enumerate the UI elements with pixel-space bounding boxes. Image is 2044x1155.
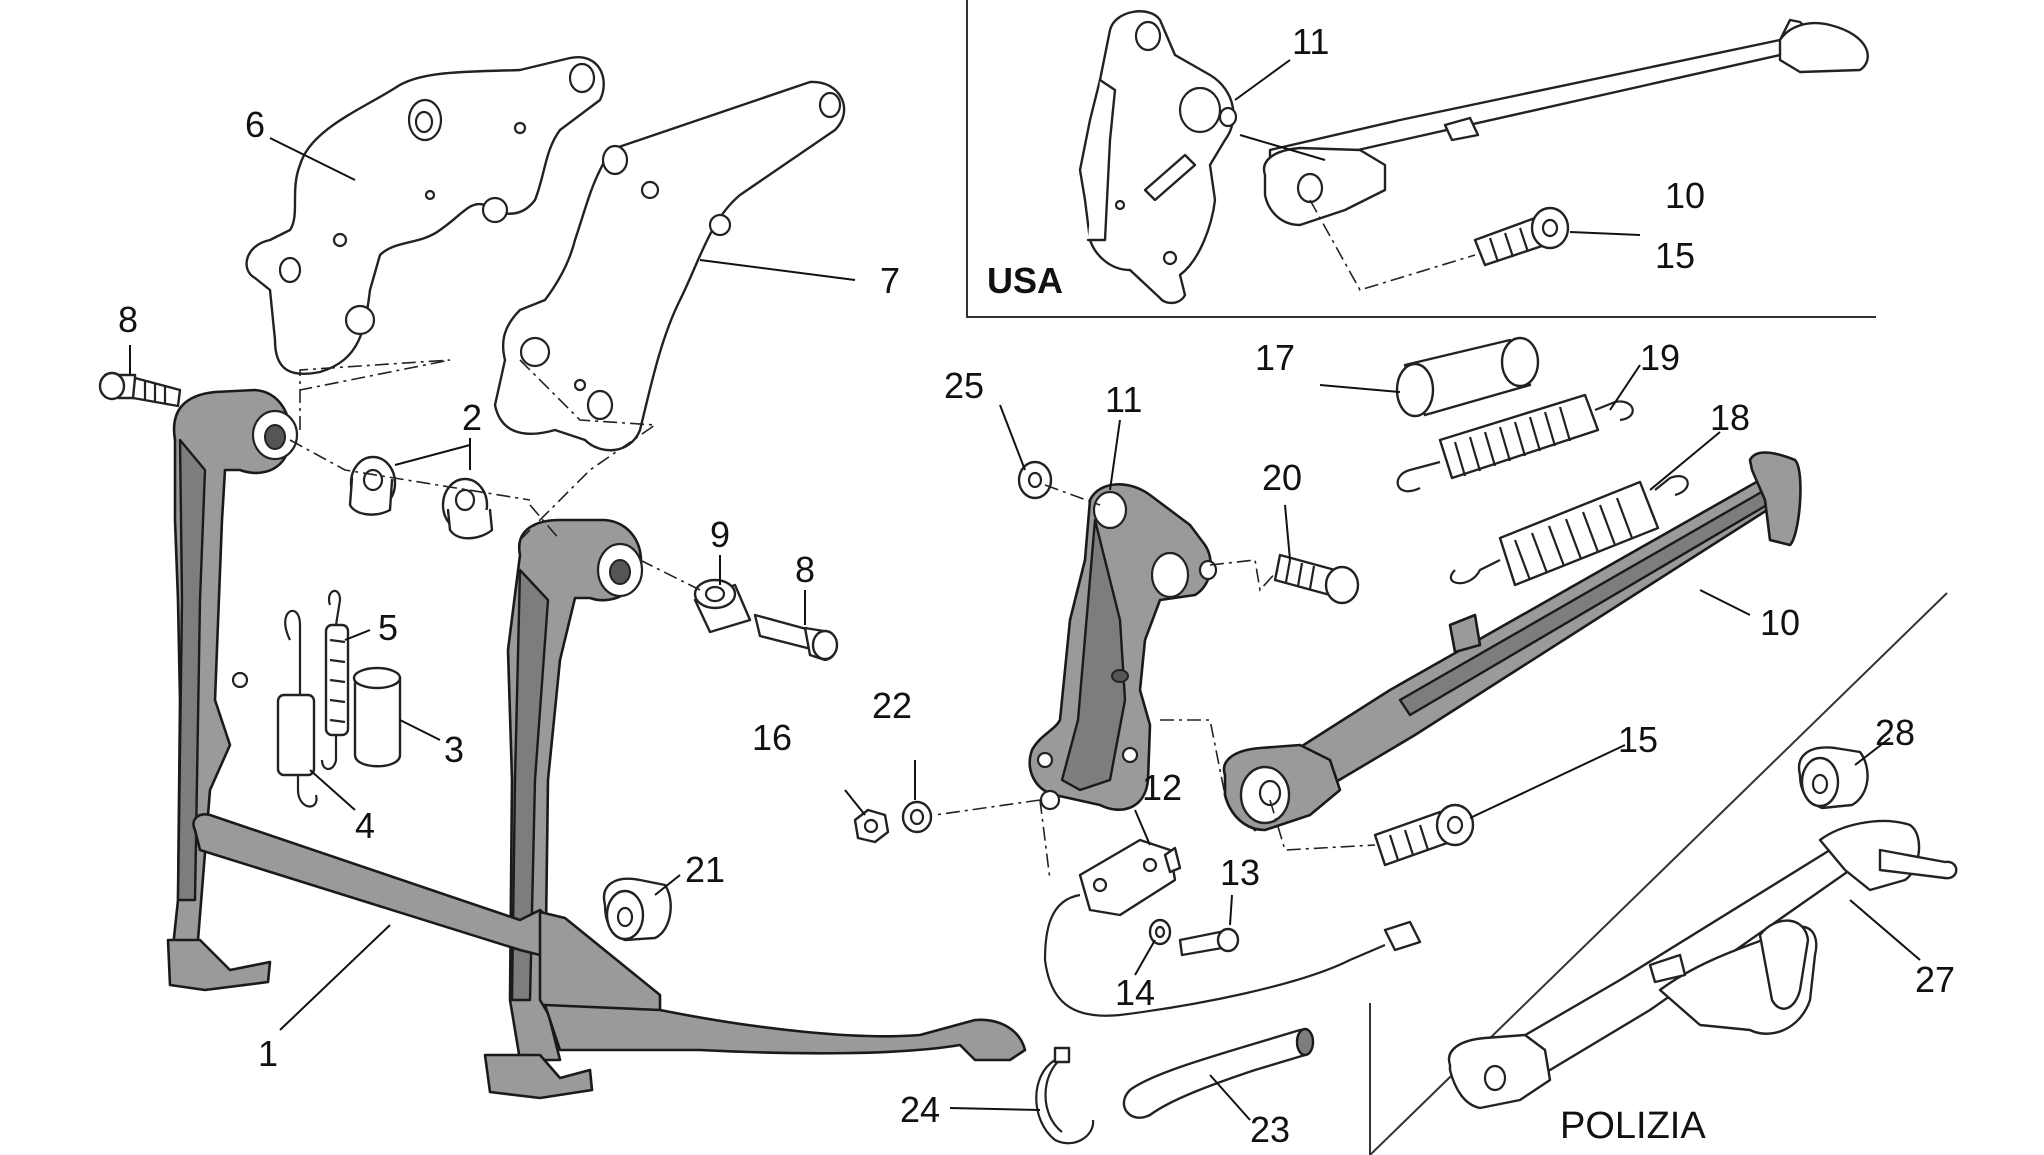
- callout-8-right: 8: [795, 549, 815, 590]
- leader-lines: [129, 59, 1921, 1121]
- callout-8-left: 8: [118, 299, 138, 340]
- usa-side-stand-10: [1262, 18, 1869, 227]
- callout-12: 12: [1142, 767, 1182, 808]
- callout-28: 28: [1875, 712, 1915, 753]
- callout-20: 20: [1262, 457, 1302, 498]
- callouts: 6 7 8 2 5 3 4 9 8 21 1 11 10 15 25 11 17…: [118, 21, 1955, 1150]
- hose-23: [1122, 1027, 1315, 1119]
- callout-14: 14: [1115, 972, 1155, 1013]
- region-label-polizia: POLIZIA: [1560, 1105, 1706, 1147]
- spring-5: [320, 589, 350, 771]
- usa-bracket-11: [1078, 10, 1238, 305]
- bolt-8a: [98, 371, 182, 408]
- spring-18: [1449, 475, 1689, 587]
- callout-10-usa: 10: [1665, 175, 1705, 216]
- callout-3: 3: [444, 729, 464, 770]
- washer-25: [1017, 460, 1053, 500]
- callout-22: 22: [872, 685, 912, 726]
- bracket-plate-7: [493, 80, 846, 452]
- callout-21: 21: [685, 849, 725, 890]
- polizia-side-stand-27: [1447, 819, 1958, 1110]
- sleeve-17: [1395, 336, 1540, 418]
- usa-region-frame: [966, 0, 1876, 318]
- washer-14: [1148, 918, 1172, 946]
- sleeve-3: [352, 666, 402, 768]
- callout-16: 16: [752, 717, 792, 758]
- callout-4: 4: [355, 805, 375, 846]
- clamp-24: [1035, 1046, 1095, 1145]
- screw-13: [1178, 927, 1240, 957]
- washer-22: [901, 800, 933, 834]
- callout-7: 7: [880, 260, 900, 301]
- bracket-plate-6: [245, 55, 605, 376]
- side-stand-bracket-11: [1028, 483, 1218, 811]
- bolt-20: [1273, 553, 1360, 605]
- callout-11: 11: [1105, 379, 1142, 420]
- callout-17: 17: [1255, 337, 1295, 378]
- spacer-9: [693, 578, 752, 634]
- bushing-2a: [348, 455, 397, 516]
- nut-16: [853, 808, 890, 844]
- callout-15-usa: 15: [1655, 235, 1695, 276]
- callout-18: 18: [1710, 397, 1750, 438]
- callout-24: 24: [900, 1089, 940, 1130]
- callout-5: 5: [378, 607, 398, 648]
- callout-25: 25: [944, 365, 984, 406]
- callout-19: 19: [1640, 337, 1680, 378]
- switch-12: [1043, 838, 1422, 1017]
- callout-2: 2: [462, 397, 482, 438]
- spring-19: [1396, 393, 1634, 493]
- usa-bolt-15: [1473, 206, 1570, 267]
- rubber-pad-21: [602, 877, 672, 942]
- callout-9: 9: [710, 514, 730, 555]
- callout-1: 1: [258, 1033, 278, 1074]
- center-stand-1: [166, 388, 1027, 1100]
- callout-10: 10: [1760, 602, 1800, 643]
- polizia-rubber-28: [1797, 746, 1869, 810]
- callout-23: 23: [1250, 1109, 1290, 1150]
- spring-4: [276, 609, 318, 808]
- bolt-15: [1373, 803, 1475, 867]
- callout-6: 6: [245, 104, 265, 145]
- assembly-lines: [289, 199, 1476, 881]
- callout-11-usa: 11: [1292, 21, 1329, 62]
- callout-27: 27: [1915, 959, 1955, 1000]
- callout-15: 15: [1618, 719, 1658, 760]
- callout-13: 13: [1220, 852, 1260, 893]
- region-label-usa: USA: [987, 260, 1063, 301]
- side-stand-10: [1222, 451, 1802, 832]
- bolt-8b: [753, 613, 839, 662]
